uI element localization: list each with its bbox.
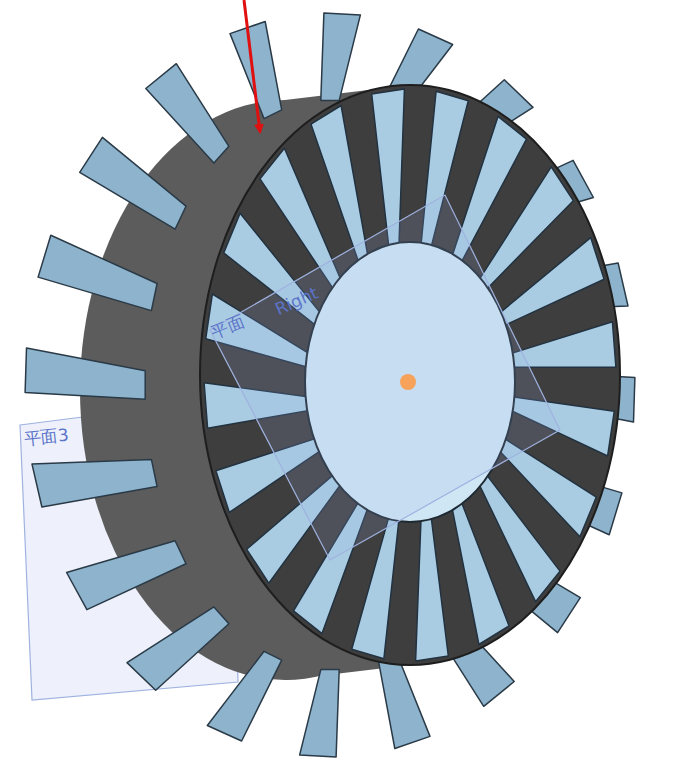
blade xyxy=(80,137,186,229)
outer-blades xyxy=(25,13,635,757)
origin-point xyxy=(400,374,416,390)
blade xyxy=(67,541,186,610)
blade xyxy=(499,238,604,326)
blade xyxy=(25,348,145,399)
blade xyxy=(311,106,368,263)
inner-blades xyxy=(204,89,616,661)
blade xyxy=(300,670,340,757)
blade xyxy=(416,517,449,661)
blade xyxy=(321,13,361,100)
blade xyxy=(207,651,281,741)
blade xyxy=(32,459,157,507)
plane-label: 平面3 xyxy=(23,423,70,451)
ring-front-rim xyxy=(200,85,620,665)
blade xyxy=(127,607,229,690)
pointer-arrow xyxy=(244,0,260,132)
blade xyxy=(38,235,157,310)
blade xyxy=(452,502,509,645)
reference-plane xyxy=(210,195,560,560)
blade xyxy=(146,64,229,163)
